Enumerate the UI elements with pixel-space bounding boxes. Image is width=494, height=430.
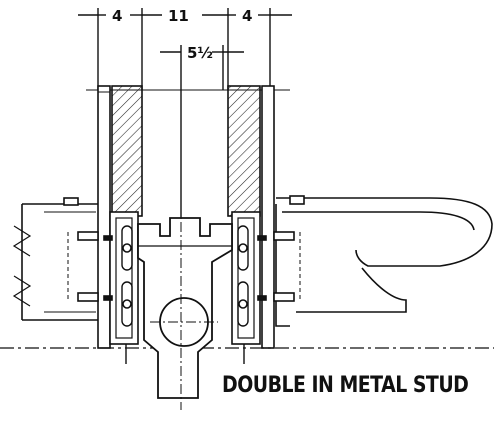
left-fixture — [12, 197, 99, 321]
left-wall — [97, 85, 143, 349]
right-carrier — [231, 211, 267, 345]
dimension-labels: 4 11 4 5½ — [112, 7, 252, 62]
centerlines — [150, 60, 218, 410]
drain-fitting — [137, 217, 233, 399]
cavity-dimension: 11 — [168, 7, 189, 25]
right-wall — [227, 85, 275, 349]
left-carrier — [103, 211, 139, 345]
drawing-caption: DOUBLE IN METAL STUD — [222, 373, 469, 398]
right-wall-dimension: 4 — [242, 7, 252, 25]
dimension-lines — [78, 8, 292, 350]
anchor-bolts — [125, 344, 245, 364]
right-fixture — [273, 195, 493, 327]
left-wall-dimension: 4 — [112, 7, 122, 25]
pipe-space-dimension: 5½ — [187, 44, 213, 62]
